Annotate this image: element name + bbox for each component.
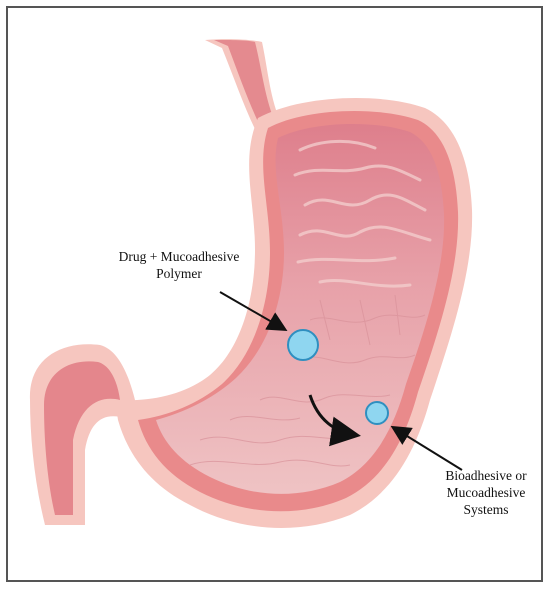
label-drug-line1: Drug + Mucoadhesive	[104, 248, 254, 265]
label-drug-line2: Polymer	[104, 265, 254, 282]
label-drug-mucoadhesive-polymer: Drug + Mucoadhesive Polymer	[104, 248, 254, 282]
label-bio-line3: Systems	[440, 501, 532, 518]
label-bio-line1: Bioadhesive or	[440, 467, 532, 484]
label-bioadhesive-systems: Bioadhesive or Mucoadhesive Systems	[440, 467, 532, 518]
duodenum	[30, 344, 135, 525]
label-bio-line2: Mucoadhesive	[440, 484, 532, 501]
mucoadhesive-particle-1	[288, 330, 318, 360]
mucoadhesive-particle-2	[366, 402, 388, 424]
